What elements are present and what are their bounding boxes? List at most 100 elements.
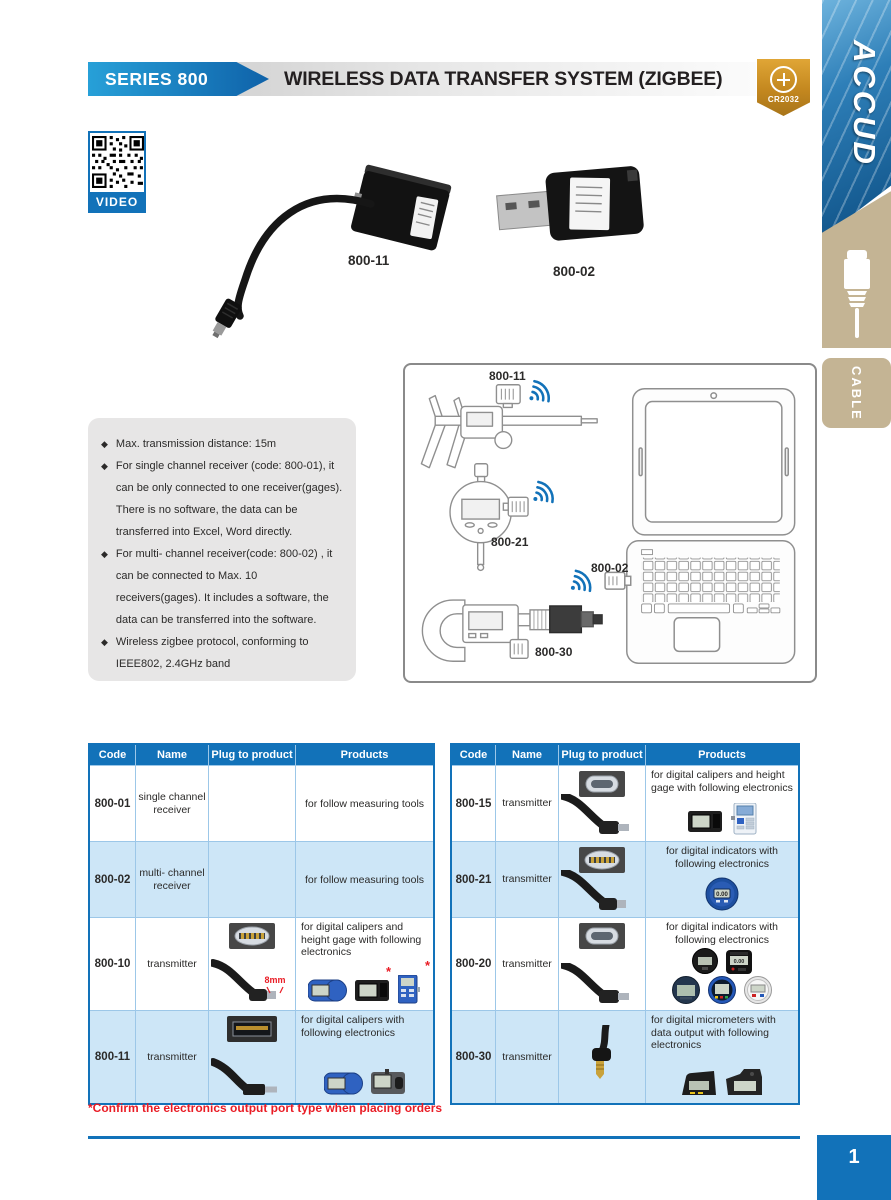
svg-text:0.00: 0.00 xyxy=(734,959,745,965)
hero-photo-800-02 xyxy=(496,166,644,241)
mini-usb-cable-photo xyxy=(561,794,631,838)
products-text: for digital calipers and height gage wit… xyxy=(301,921,422,958)
caliper-display-black-thumb xyxy=(355,979,390,1002)
diamond-bullet-icon: ◆ xyxy=(101,461,108,471)
qr-code xyxy=(92,136,144,188)
column-header-name: Name xyxy=(136,745,208,765)
caliper-display-gray-thumb xyxy=(370,1069,405,1095)
feature-text: Max. transmission distance: 15m xyxy=(115,438,277,450)
order-note: *Confirm the electronics output port typ… xyxy=(88,1101,443,1115)
product-thumbnails xyxy=(651,801,793,838)
name-cell: transmitter xyxy=(136,918,208,1010)
flat-port-photo xyxy=(227,1016,277,1042)
flat-cable-photo xyxy=(211,1052,281,1100)
diagram-panel: 800-11 800-21 800-02 800-30 xyxy=(403,363,817,683)
diagram-label-800-21: 800-21 xyxy=(491,535,529,549)
products-table-left: Code Name Plug to product Products 800-0… xyxy=(88,743,435,1105)
micrometer-display-thumb xyxy=(726,1069,762,1095)
name-cell: transmitter xyxy=(496,842,558,917)
usb-plug-icon xyxy=(844,250,870,338)
code-cell: 800-21 xyxy=(452,842,495,917)
plug-cell xyxy=(209,842,295,917)
micrometer-display-thumb xyxy=(682,1071,716,1095)
plug-cell xyxy=(559,1011,645,1103)
wireless-system-diagram xyxy=(420,379,796,664)
product-thumbnails: 0.00 xyxy=(651,946,793,1007)
feature-text: For multi- channel receiver(code: 800-02… xyxy=(115,548,333,626)
angle-jack-cable-photo xyxy=(580,1025,624,1083)
products-cell: for digital calipers and height gage wit… xyxy=(646,766,798,841)
sidebar-cable-tab-label: CABLE xyxy=(849,365,864,421)
code-cell: 800-10 xyxy=(90,918,135,1010)
column-header-code: Code xyxy=(452,745,495,765)
diamond-bullet-icon: ◆ xyxy=(101,439,108,449)
code-cell: 800-15 xyxy=(452,766,495,841)
name-cell: transmitter xyxy=(136,1011,208,1103)
accud-logo-text: ACCUD xyxy=(847,40,882,167)
data-unit-blue-thumb xyxy=(398,975,421,1004)
footnote-asterisk: * xyxy=(424,958,430,973)
plug-cell xyxy=(559,918,645,1010)
column-header-products: Products xyxy=(646,745,798,765)
feature-item: ◆ Max. transmission distance: 15m xyxy=(101,433,344,455)
products-text: for digital calipers and height gage wit… xyxy=(651,769,793,794)
column-header-products: Products xyxy=(296,745,433,765)
indicator-black-square-thumb: 0.00 xyxy=(726,950,752,974)
code-cell: 800-02 xyxy=(90,842,135,917)
sidebar-cable-tab[interactable]: CABLE xyxy=(822,358,891,428)
diagram-label-800-30: 800-30 xyxy=(535,645,573,659)
products-text: for digital indicators with following el… xyxy=(665,921,779,946)
micro-usb-cable-photo: 8mm xyxy=(211,949,286,1007)
plug-cell xyxy=(559,842,645,917)
feature-text: For single channel receiver (code: 800-0… xyxy=(115,460,343,538)
plug-cell: 8mm xyxy=(209,918,295,1010)
code-cell: 800-11 xyxy=(90,1011,135,1103)
footer-rule xyxy=(88,1136,800,1139)
video-qr-block[interactable]: VIDEO xyxy=(88,131,146,213)
mini-usb-cable-photo xyxy=(561,963,631,1007)
caliper-display-black-thumb xyxy=(687,810,722,833)
products-cell: for digital calipers with following elec… xyxy=(296,1011,433,1103)
products-cell: for digital micrometers with data output… xyxy=(646,1011,798,1103)
products-table-right: Code Name Plug to product Products 800-1… xyxy=(450,743,800,1105)
products-cell: for digital calipers and height gage wit… xyxy=(296,918,433,1010)
hero-label-800-11: 800-11 xyxy=(348,253,390,268)
product-thumbnails: 0.00 xyxy=(651,875,793,914)
hero-photo-800-11 xyxy=(212,164,452,339)
plug-cell xyxy=(559,766,645,841)
products-text: for digital calipers with following elec… xyxy=(301,1014,405,1039)
video-label: VIDEO xyxy=(90,192,144,211)
code-cell: 800-30 xyxy=(452,1011,495,1103)
diamond-bullet-icon: ◆ xyxy=(101,549,108,559)
products-text: for digital micrometers with data output… xyxy=(651,1014,776,1051)
caliper-display-blue-thumb xyxy=(308,979,347,1002)
diagram-label-800-02: 800-02 xyxy=(591,561,629,575)
series-label: SERIES 800 xyxy=(105,68,209,89)
sidebar-brand-panel xyxy=(822,0,891,238)
products-cell: for follow measuring tools xyxy=(296,766,433,841)
code-cell: 800-20 xyxy=(452,918,495,1010)
feature-item: ◆ Wireless zigbee protocol, conforming t… xyxy=(101,631,344,675)
diamond-bullet-icon: ◆ xyxy=(101,637,108,647)
products-text: for digital indicators with following el… xyxy=(665,845,779,870)
svg-text:8mm: 8mm xyxy=(264,975,285,985)
product-thumbnails xyxy=(301,973,428,1007)
products-cell: for follow measuring tools xyxy=(296,842,433,917)
diagram-label-800-11: 800-11 xyxy=(489,369,526,383)
products-cell: for digital indicators with following el… xyxy=(646,918,798,1010)
battery-badge: CR2032 xyxy=(757,59,810,116)
page-number: 1 xyxy=(817,1135,891,1200)
indicator-blue-ring-thumb xyxy=(708,976,736,1004)
products-cell: for digital indicators with following el… xyxy=(646,842,798,917)
page-title: WIRELESS DATA TRANSFER SYSTEM (ZIGBEE) xyxy=(284,67,723,90)
data-unit-white-thumb xyxy=(730,803,756,835)
code-cell: 800-01 xyxy=(90,766,135,841)
name-cell: transmitter xyxy=(496,1011,558,1103)
mini-usb-port-photo xyxy=(579,923,625,949)
plug-cell xyxy=(209,1011,295,1103)
features-panel: ◆ Max. transmission distance: 15m ◆ For … xyxy=(88,418,356,681)
plug-cell xyxy=(209,766,295,841)
name-cell: multi- channel receiver xyxy=(136,842,208,917)
micro-usb-port-photo xyxy=(229,923,275,949)
column-header-plug: Plug to product xyxy=(559,745,645,765)
